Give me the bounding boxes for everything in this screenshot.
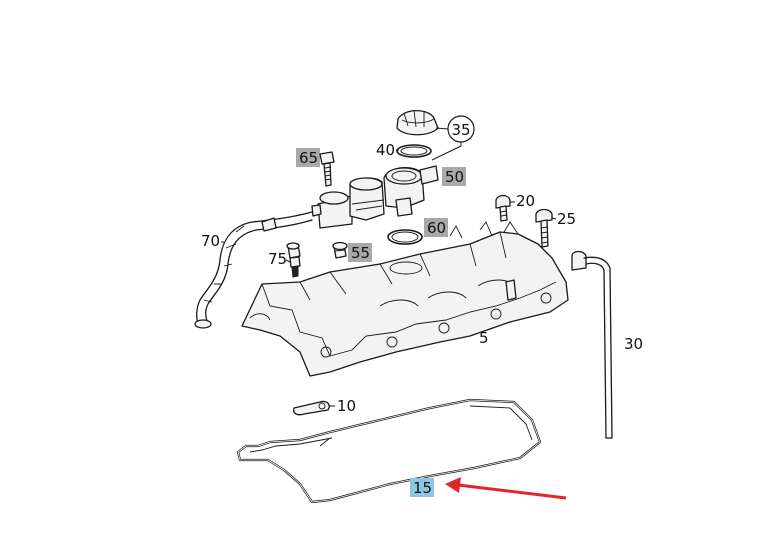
part-label-5: 5 xyxy=(479,329,489,347)
leader-35 xyxy=(435,127,449,130)
highlight-65 xyxy=(296,148,320,167)
part-label-35: 35 xyxy=(451,121,470,139)
highlight-15 xyxy=(410,478,434,497)
stud-bolt-75 xyxy=(286,242,301,278)
part-label-55: 55 xyxy=(351,244,370,262)
cylinder-head-cover-5 xyxy=(241,221,569,377)
leader-35-bracket xyxy=(431,145,462,161)
part-label-65: 65 xyxy=(299,149,318,167)
oil-filler-cap xyxy=(396,109,439,136)
part-label-10: 10 xyxy=(337,397,356,415)
part-label-15: 15 xyxy=(413,479,432,497)
part-label-75: 75 xyxy=(268,250,287,268)
part-label-40: 40 xyxy=(376,141,395,159)
o-ring-40 xyxy=(396,144,432,158)
highlight-55 xyxy=(348,243,372,262)
part-label-30: 30 xyxy=(624,335,643,353)
bolt-65 xyxy=(319,151,335,187)
bolt-20 xyxy=(495,194,511,222)
highlight-50 xyxy=(442,167,466,186)
vent-tube-30 xyxy=(571,250,613,439)
gasket-15 xyxy=(236,398,542,504)
part-label-70: 70 xyxy=(201,232,220,250)
part-label-25: 25 xyxy=(557,210,576,228)
part-label-60: 60 xyxy=(427,219,446,237)
leader-25 xyxy=(551,217,557,220)
leader-75 xyxy=(285,259,291,263)
plug-55 xyxy=(332,241,348,259)
highlight-60 xyxy=(424,218,448,237)
red-pointer-arrow xyxy=(445,477,567,500)
part-label-20: 20 xyxy=(516,192,535,210)
oil-separator-assembly xyxy=(311,165,439,229)
bolt-25 xyxy=(535,208,553,248)
o-ring-60 xyxy=(387,229,423,245)
breather-hose-70 xyxy=(194,211,313,329)
clip-10 xyxy=(292,400,330,416)
part-label-50: 50 xyxy=(445,168,464,186)
